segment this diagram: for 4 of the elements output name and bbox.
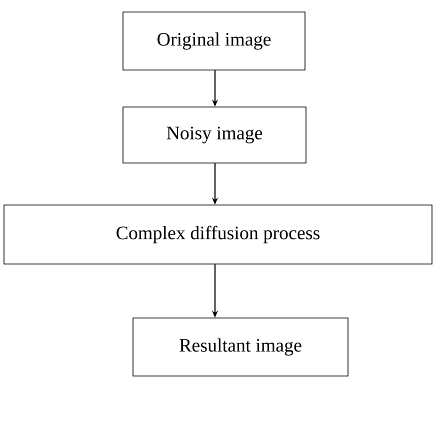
process-box: Resultant image [132, 318, 348, 376]
process-box: Complex diffusion process [4, 204, 432, 264]
process-box: Noisy image [122, 106, 306, 164]
process-box: Original image [122, 12, 306, 70]
